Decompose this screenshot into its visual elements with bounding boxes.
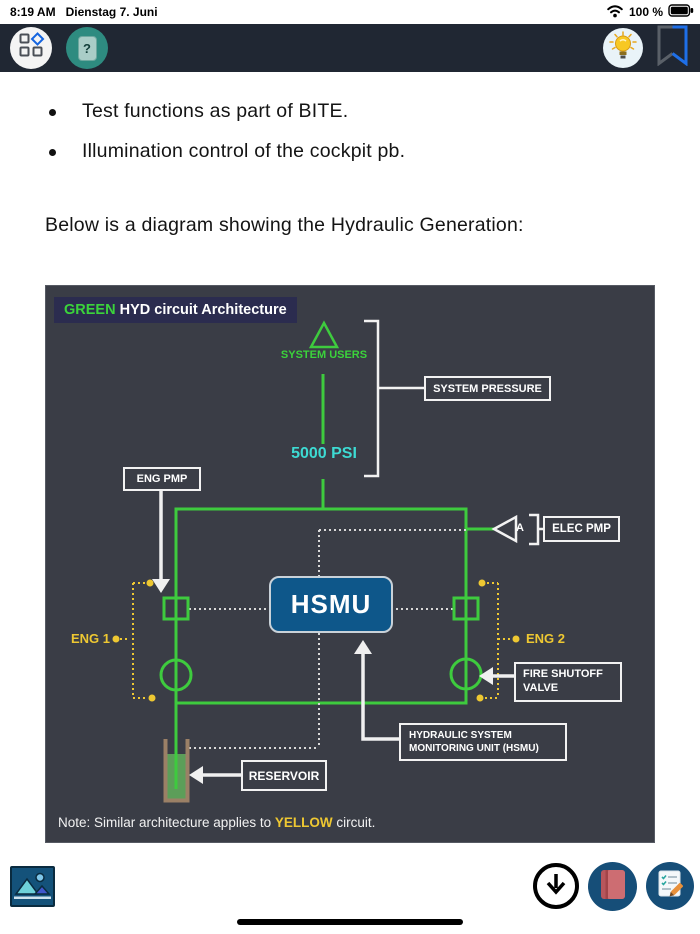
list-item: Test functions as part of BITE. — [45, 100, 405, 123]
note-prefix: Note: Similar architecture applies to — [58, 815, 275, 830]
eng-links — [120, 582, 512, 699]
image-icon — [12, 872, 53, 909]
battery-icon — [668, 4, 694, 20]
valve-symbol-left — [159, 658, 193, 692]
system-users-label: SYSTEM USERS — [280, 349, 368, 361]
image-gallery-button[interactable] — [10, 866, 55, 907]
diagram-title: GREEN HYD circuit Architecture — [54, 297, 297, 323]
elec-pump-letter: A — [516, 522, 524, 534]
eng1-label: ENG 1 — [70, 631, 110, 646]
circuit-loop — [174, 507, 468, 705]
help-button[interactable]: ? — [66, 27, 108, 69]
book-icon — [600, 869, 626, 905]
eng-pump-symbol-left — [162, 596, 190, 621]
battery-percent: 100 % — [628, 5, 663, 19]
wifi-icon — [606, 4, 624, 21]
eng2-label: ENG 2 — [526, 631, 566, 646]
elec-pmp-box: ELEC PMP — [543, 516, 620, 542]
hsmu-callout-line2: MONITORING UNIT (HSMU) — [409, 743, 539, 754]
title-rest: HYD circuit Architecture — [115, 302, 287, 318]
callout-arrows — [152, 491, 514, 784]
note-suffix: circuit. — [332, 815, 376, 830]
title-highlight: GREEN — [64, 302, 116, 318]
idea-button[interactable] — [603, 28, 643, 68]
status-bar: 8:19 AM Dienstag 7. Juni 100 % — [0, 0, 700, 24]
diagram-lines — [112, 319, 543, 803]
bookmark-icon — [657, 25, 688, 70]
note-highlight: YELLOW — [274, 815, 333, 830]
bullet-glyph — [49, 109, 56, 116]
eng-pmp-box: ENG PMP — [123, 467, 201, 491]
home-indicator[interactable] — [237, 919, 463, 925]
elec-pump-triangle-icon — [491, 514, 518, 544]
list-item: Illumination control of the cockpit pb. — [45, 140, 405, 163]
fire-shutoff-valve-box: FIRE SHUTOFF VALVE — [514, 662, 622, 702]
clock: 8:19 AM — [10, 5, 56, 19]
eng-pump-symbol-right — [452, 596, 480, 621]
valve-symbol-right — [449, 657, 483, 691]
pressure-bracket — [364, 319, 424, 478]
apps-menu-button[interactable] — [10, 27, 52, 69]
question-mark-icon: ? — [77, 35, 97, 61]
download-arrow-icon — [544, 871, 568, 902]
intro-paragraph: Below is a diagram showing the Hydraulic… — [45, 214, 524, 236]
lightbulb-icon — [608, 30, 638, 67]
pressure-value-label: 5000 PSI — [291, 445, 357, 462]
bookmark-button[interactable] — [657, 25, 688, 71]
fire-shutoff-line2: VALVE — [523, 682, 559, 694]
notes-pencil-icon — [657, 869, 684, 903]
system-users-triangle-icon — [308, 320, 340, 349]
download-button[interactable] — [533, 863, 579, 909]
system-pressure-box: SYSTEM PRESSURE — [424, 376, 551, 401]
bullet-list: Test functions as part of BITE. Illumina… — [45, 100, 405, 180]
hsmu-unit-box: HSMU — [269, 576, 393, 633]
date: Dienstag 7. Juni — [65, 5, 158, 19]
hsmu-callout-line1: HYDRAULIC SYSTEM — [409, 730, 512, 741]
bullet-text: Illumination control of the cockpit pb. — [82, 140, 406, 162]
nav-bar: ? — [0, 24, 700, 72]
reservoir-box: RESERVOIR — [241, 760, 327, 791]
hsmu-callout-box: HYDRAULIC SYSTEM MONITORING UNIT (HSMU) — [399, 723, 567, 761]
reservoir-vessel — [163, 739, 190, 803]
diagram-note: Note: Similar architecture applies to YE… — [58, 815, 375, 830]
glossary-button[interactable] — [588, 862, 637, 911]
elec-pump-bracket — [529, 513, 543, 546]
bullet-glyph — [49, 149, 56, 156]
notes-button[interactable] — [646, 862, 694, 910]
fire-shutoff-line1: FIRE SHUTOFF — [523, 668, 603, 681]
bullet-text: Test functions as part of BITE. — [82, 100, 349, 122]
grid-diamond-icon — [18, 32, 45, 64]
hydraulic-diagram: GREEN HYD circuit Architecture SYSTEM US… — [45, 285, 655, 843]
eng-dots — [112, 579, 520, 702]
hsmu-sense-lines — [189, 529, 466, 749]
